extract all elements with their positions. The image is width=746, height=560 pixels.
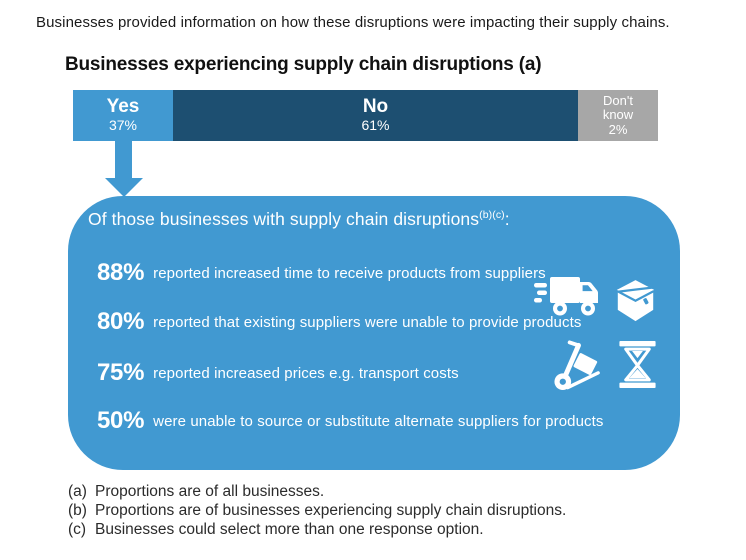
footnote-marker: (a) [68,483,87,500]
stat-text: were unable to source or substitute alte… [153,412,604,430]
intro-text: Businesses provided information on how t… [36,14,670,31]
callout-heading-colon: : [504,209,510,229]
footnote-marker: (b) [68,502,87,519]
down-arrow-shaft [115,141,132,179]
chart-title: Businesses experiencing supply chain dis… [65,54,542,75]
stat-value: 88% [97,259,145,286]
stat-value: 50% [97,407,145,434]
stat-row: 80% reported that existing suppliers wer… [97,307,581,337]
callout-heading: Of those businesses with supply chain di… [88,209,510,230]
footnote-b: (b) Proportions are of businesses experi… [68,501,566,520]
callout-heading-superscript: (b)(c) [479,209,505,222]
footnote-text: Businesses could select more than one re… [95,521,484,538]
stacked-bar: Yes 37% No 61% Don't know 2% [73,90,658,141]
callout-heading-text: Of those businesses with supply chain di… [88,209,480,229]
stat-value: 80% [97,308,145,335]
hourglass-icon [619,341,656,388]
segment-value: 37% [108,117,138,134]
bar-segment-dont-know: Don't know 2% [578,90,658,141]
footnote-c: (c) Businesses could select more than on… [68,520,566,539]
stat-value: 75% [97,359,145,386]
down-arrow-icon [105,178,143,197]
stat-text: reported increased time to receive produ… [153,264,546,282]
delivery-truck-icon [534,277,598,316]
stat-row: 88% reported increased time to receive p… [97,258,546,288]
callout-panel: Of those businesses with supply chain di… [68,196,680,470]
segment-value: 61% [361,117,390,134]
stat-row: 50% were unable to source or substitute … [97,406,604,436]
hand-truck-icon [554,340,600,391]
bar-segment-yes: Yes 37% [73,90,173,141]
bar-segment-no: No 61% [173,90,578,141]
segment-value: 2% [608,121,628,137]
footnote-text: Proportions are of businesses experienci… [95,502,567,519]
package-box-icon [616,280,655,322]
footnote-text: Proportions are of all businesses. [95,483,325,500]
segment-label: No [362,96,389,118]
stat-text: reported that existing suppliers were un… [153,313,582,331]
segment-label: Don't know [602,92,634,123]
segment-label: Yes [106,96,140,118]
footnote-marker: (c) [68,521,87,538]
footnotes: (a) Proportions are of all businesses. (… [68,482,566,539]
stat-row: 75% reported increased prices e.g. trans… [97,358,459,388]
stat-text: reported increased prices e.g. transport… [153,364,459,382]
footnote-a: (a) Proportions are of all businesses. [68,482,566,501]
